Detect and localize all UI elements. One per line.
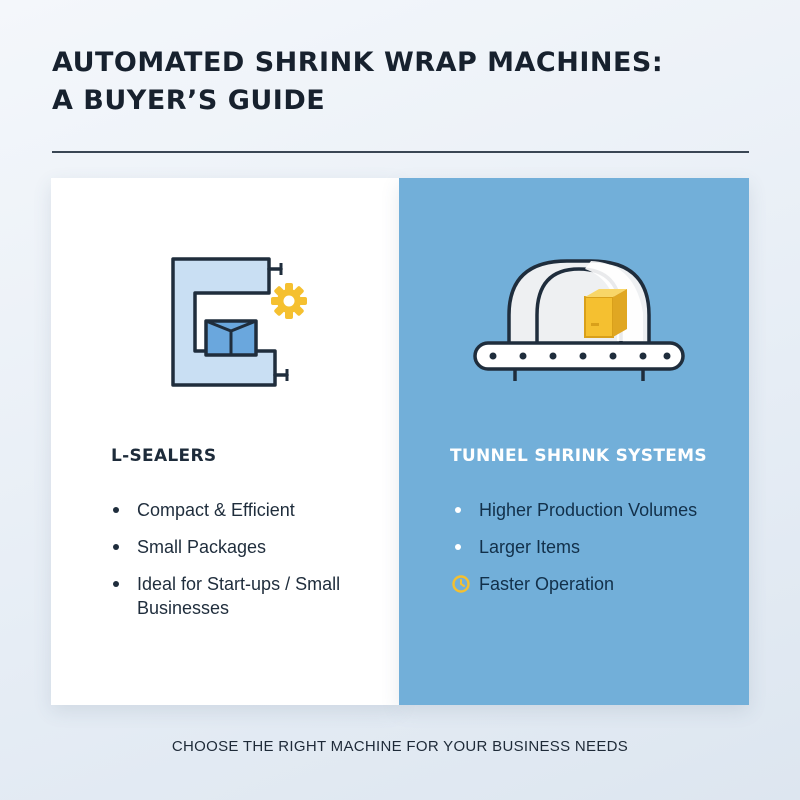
list-item-text: Compact & Efficient — [137, 500, 295, 520]
list-item: Larger Items — [451, 535, 741, 559]
list-item: Small Packages — [109, 535, 389, 559]
list-item: Compact & Efficient — [109, 498, 389, 522]
list-item-text: Ideal for Start-ups / Small Businesses — [137, 574, 341, 618]
tunnel-shrink-heading: TUNNEL SHRINK SYSTEMS — [450, 446, 707, 466]
bullet-dot-icon — [113, 507, 119, 513]
list-item-text: Larger Items — [479, 537, 581, 557]
bullet-dot-icon — [113, 581, 119, 587]
bullet-dot-icon — [455, 507, 461, 513]
list-item: Ideal for Start-ups / Small Businesses — [109, 572, 389, 620]
page-title: AUTOMATED SHRINK WRAP MACHINES: A BUYER’… — [52, 44, 752, 120]
list-item: Higher Production Volumes — [451, 498, 741, 522]
list-item-text: Faster Operation — [479, 574, 615, 594]
gear-icon — [271, 283, 307, 319]
list-item: Faster Operation — [451, 572, 741, 596]
clock-icon — [452, 575, 470, 593]
tunnel-conveyor-icon — [467, 253, 691, 393]
tunnel-shrink-panel: TUNNEL SHRINK SYSTEMS Higher Production … — [399, 178, 749, 705]
bullet-dot-icon — [455, 544, 461, 550]
title-line-1: AUTOMATED SHRINK WRAP MACHINES: — [52, 47, 664, 78]
list-item-text: Higher Production Volumes — [479, 500, 698, 520]
footer-tagline: CHOOSE THE RIGHT MACHINE FOR YOUR BUSINE… — [171, 738, 629, 755]
title-divider — [52, 151, 749, 153]
l-sealers-heading: L-SEALERS — [111, 446, 217, 466]
package-box-icon — [584, 289, 627, 338]
tunnel-shrink-feature-list: Higher Production Volumes Larger Items F… — [451, 498, 741, 609]
l-sealers-panel: L-SEALERS Compact & Efficient Small Pack… — [51, 178, 399, 705]
l-sealer-machine-icon — [151, 253, 321, 393]
bullet-dot-icon — [113, 544, 119, 550]
list-item-text: Small Packages — [137, 537, 267, 557]
title-line-2: A BUYER’S GUIDE — [52, 85, 326, 116]
l-sealers-feature-list: Compact & Efficient Small Packages Ideal… — [109, 498, 389, 633]
